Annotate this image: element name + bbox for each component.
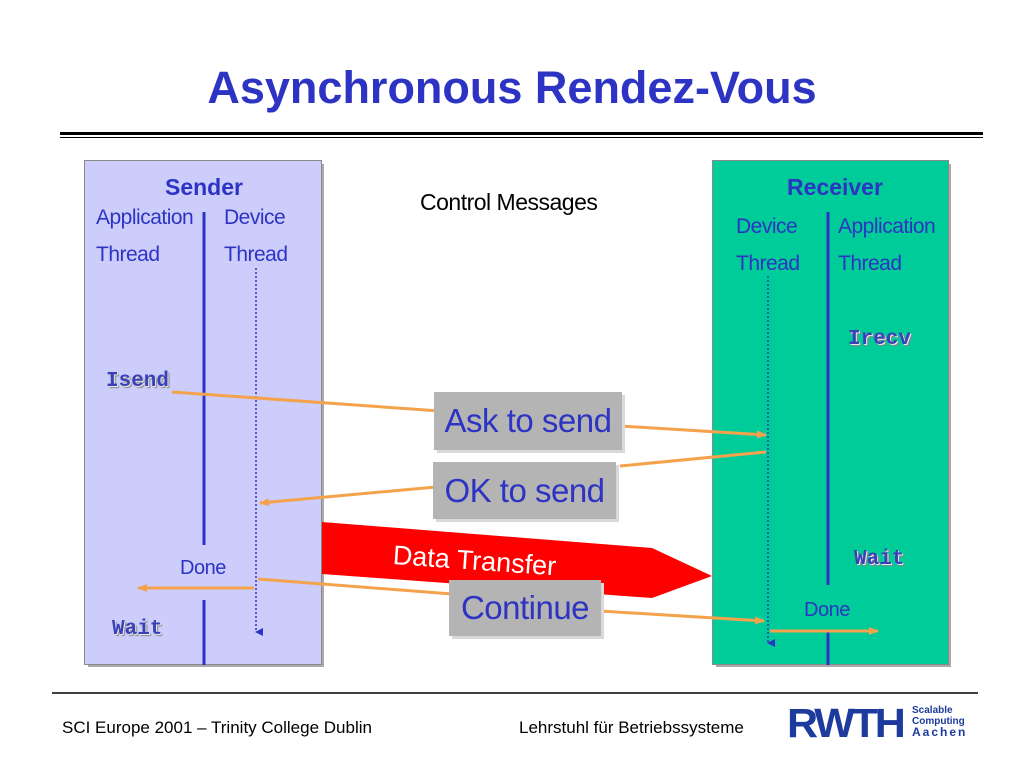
continue-box: Continue xyxy=(449,580,601,636)
slide-title: Asynchronous Rendez-Vous xyxy=(207,62,817,113)
irecv-call: Irecv xyxy=(848,328,912,351)
sender-app-thread-label-1: Application xyxy=(96,206,194,229)
ok-to-send-box: OK to send xyxy=(433,462,616,519)
sender-header: Sender xyxy=(165,174,243,200)
ok-to-send-arrow-head xyxy=(619,450,767,468)
isend-call: Isend xyxy=(106,370,170,393)
receiver-panel xyxy=(712,160,949,665)
footer-conference: SCI Europe 2001 – Trinity College Dublin xyxy=(62,718,372,737)
data-transfer-arrow xyxy=(322,522,712,598)
footer-department: Lehrstuhl für Betriebssysteme xyxy=(519,718,744,737)
receiver-app-thread-label-2: Thread xyxy=(838,252,902,275)
rwth-logo-line-1: Scalable xyxy=(912,705,953,716)
rwth-logo-line-3: Aachen xyxy=(912,725,968,739)
receiver-header: Receiver xyxy=(787,174,883,200)
control-messages-label: Control Messages xyxy=(420,189,598,215)
sender-wait-call: Wait xyxy=(112,618,163,641)
receiver-done-label: Done xyxy=(804,599,850,621)
sender-device-thread-label-2: Thread xyxy=(224,243,288,266)
rwth-logo-caption: Scalable Computing Aachen xyxy=(912,705,967,738)
ok-to-send-arrow xyxy=(259,485,437,507)
rwth-logo-line-2: Computing xyxy=(912,716,965,727)
rwth-logo-text: RWTH xyxy=(787,700,906,746)
receiver-app-thread-label-1: Application xyxy=(838,215,936,238)
title-rule-thin xyxy=(60,137,983,138)
receiver-wait-call: Wait xyxy=(854,548,905,571)
title-rule xyxy=(60,132,983,135)
sender-device-thread-label-1: Device xyxy=(224,206,286,229)
continue-arrow-tail xyxy=(599,609,765,625)
ask-to-send-arrow xyxy=(171,390,441,413)
receiver-device-thread-label-1: Device xyxy=(736,215,798,238)
sender-done-label: Done xyxy=(180,557,226,579)
sender-app-thread-label-2: Thread xyxy=(96,243,160,266)
ask-to-send-box: Ask to send xyxy=(434,392,622,450)
receiver-device-thread-label-2: Thread xyxy=(736,252,800,275)
rwth-logo: RWTH xyxy=(787,703,906,744)
continue-arrow xyxy=(257,577,453,596)
ask-to-send-arrow-tail xyxy=(619,424,767,439)
